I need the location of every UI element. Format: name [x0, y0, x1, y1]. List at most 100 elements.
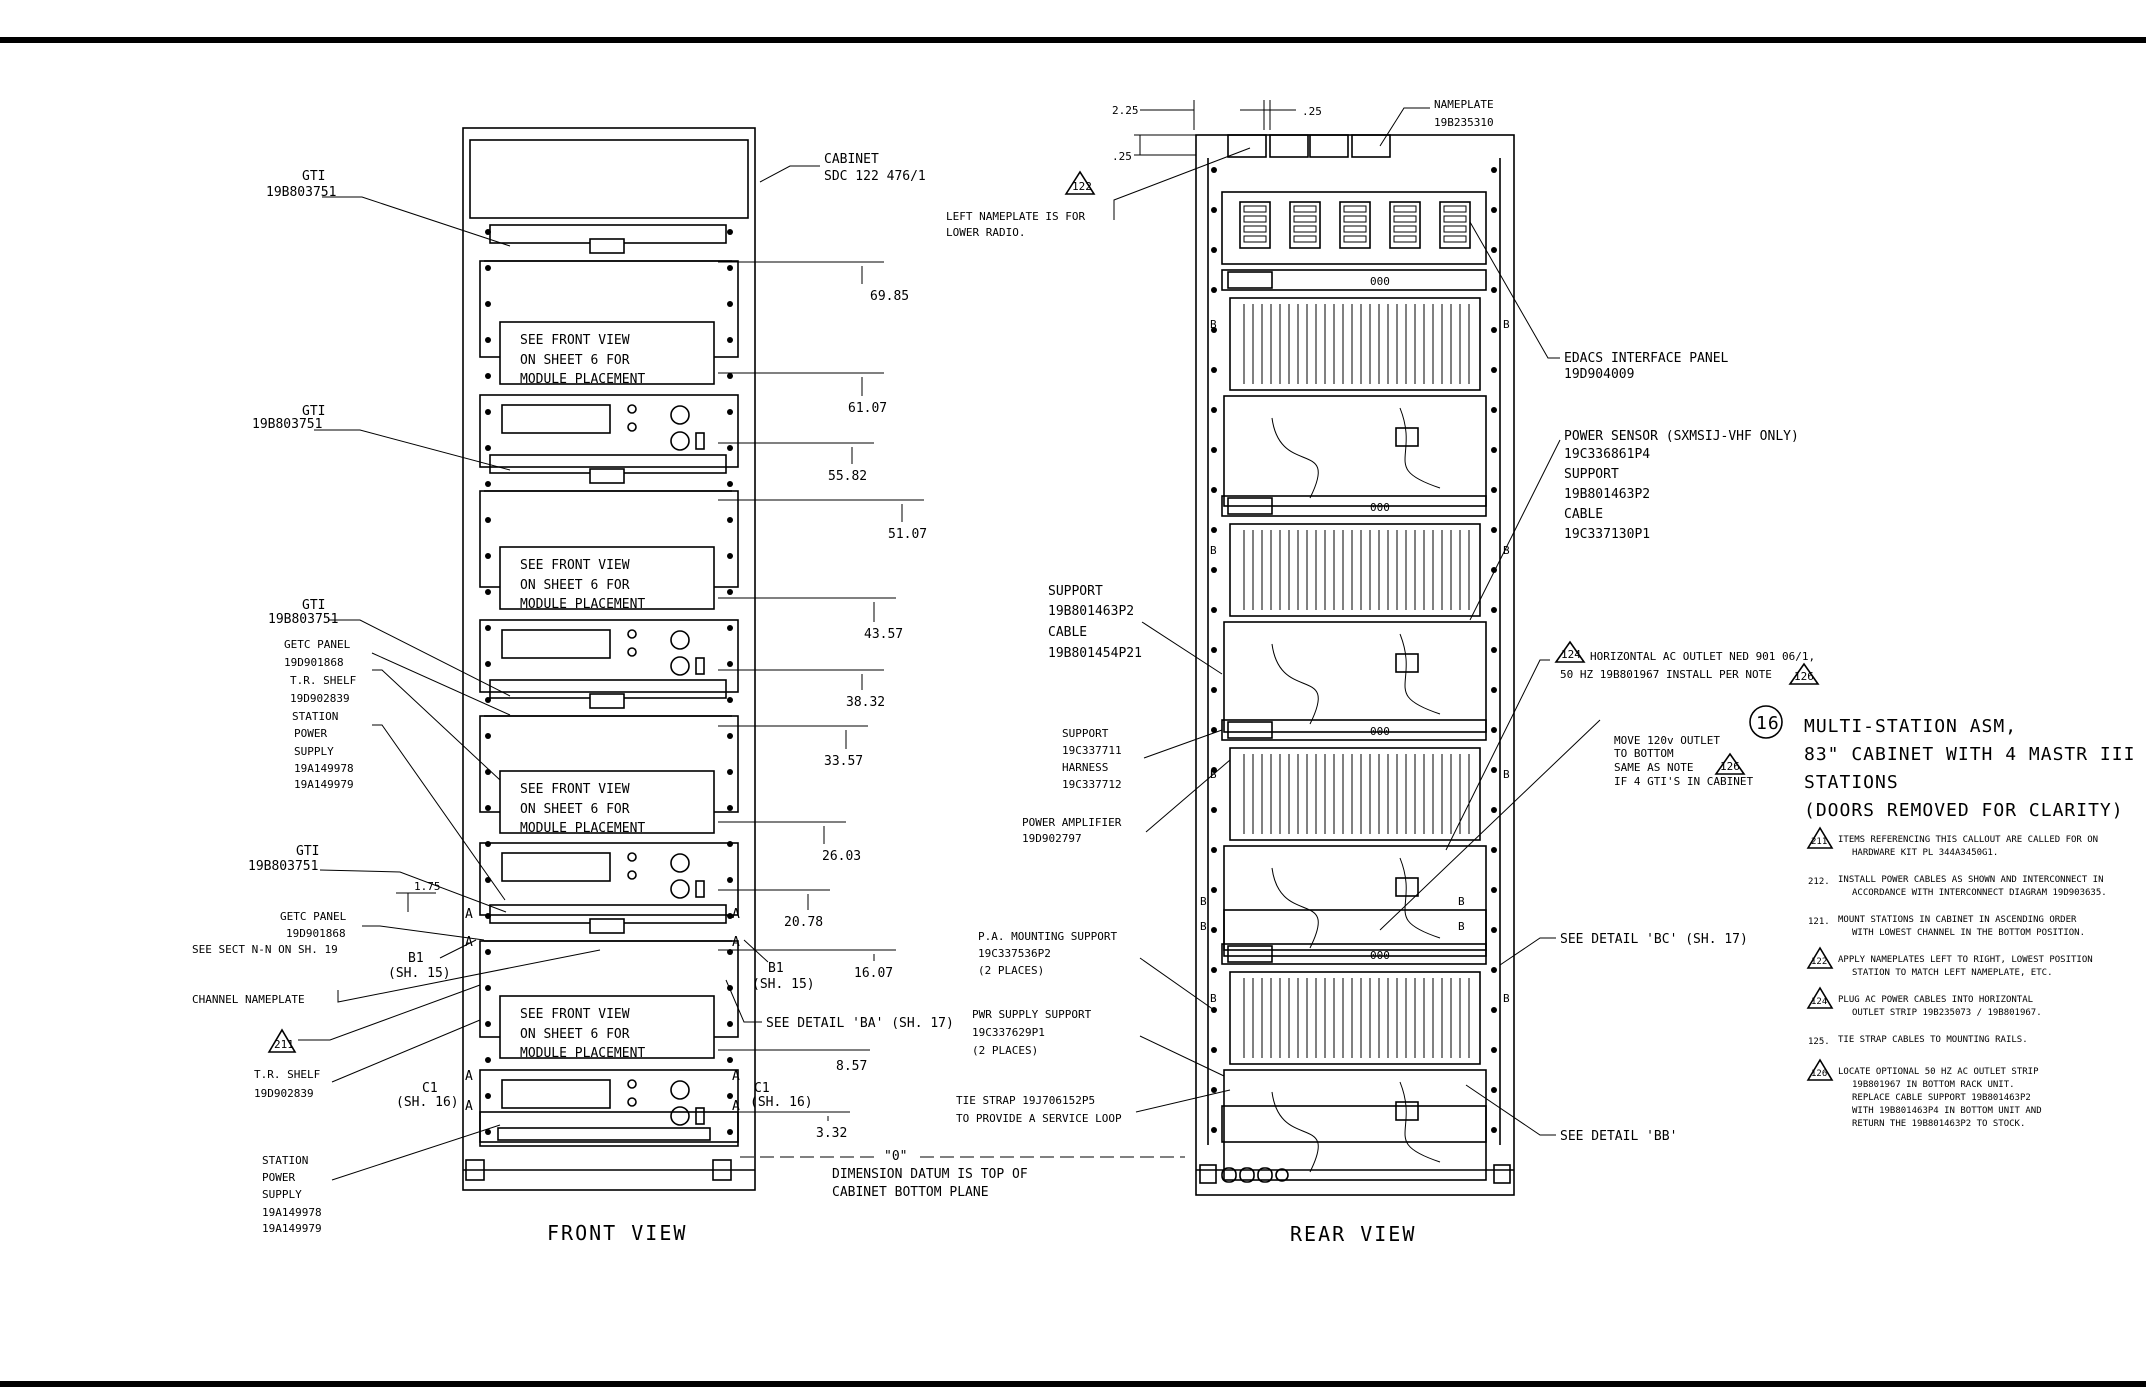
terminal-block — [1389, 201, 1421, 249]
svg-text:126: 126 — [1794, 670, 1814, 683]
svg-text:GTI: GTI — [302, 169, 325, 184]
title-block: 16 MULTI-STATION ASM, 83" CABINET WITH 4… — [1749, 705, 2135, 821]
switch — [695, 657, 705, 675]
rail-hole — [1211, 1127, 1217, 1133]
connector — [670, 853, 690, 873]
b1-right: B1 (SH. 15) A A — [732, 907, 815, 992]
svg-text:19D901868: 19D901868 — [284, 656, 344, 669]
rail-hole — [727, 517, 733, 523]
svg-text:19B801454P21: 19B801454P21 — [1048, 646, 1142, 661]
rail-hole — [485, 661, 491, 667]
support-cable-callout: SUPPORT 19B801463P2 CABLE 19B801454P21 — [1048, 584, 1223, 675]
rear-panel-connector — [1227, 721, 1273, 739]
svg-text:19C337711: 19C337711 — [1062, 744, 1122, 757]
terminal — [1443, 225, 1467, 233]
rail-hole — [1211, 247, 1217, 253]
rail-hole — [1211, 207, 1217, 213]
svg-text:19D902839: 19D902839 — [290, 692, 350, 705]
rail-hole — [485, 877, 491, 883]
knob — [627, 422, 637, 432]
svg-text:19A149978: 19A149978 — [262, 1206, 322, 1219]
svg-text:(SH. 15): (SH. 15) — [752, 977, 815, 992]
rail-hole — [727, 481, 733, 487]
rear-panel-connector — [1227, 945, 1273, 963]
rail-hole — [1491, 327, 1497, 333]
rail-hole — [1491, 527, 1497, 533]
c1-right: C1 (SH. 16) A A — [732, 1069, 813, 1114]
detail-ba-callout: SEE DETAIL 'BA' (SH. 17) — [725, 979, 954, 1031]
rail-hole — [1211, 367, 1217, 373]
rail-hole — [485, 697, 491, 703]
rail-hole — [1211, 767, 1217, 773]
svg-text:19D901868: 19D901868 — [286, 927, 346, 940]
terminal — [1343, 235, 1367, 243]
panel-digits: 000 — [1370, 949, 1390, 962]
module-note-line: SEE FRONT VIEW — [520, 1007, 630, 1022]
rail-hole — [727, 841, 733, 847]
dim-value: 3.32 — [816, 1126, 847, 1141]
svg-text:19C336861P4: 19C336861P4 — [1564, 447, 1650, 462]
knob — [627, 1079, 637, 1089]
terminal — [1343, 225, 1367, 233]
detail-bc-callout: SEE DETAIL 'BC' (SH. 17) — [1499, 932, 1748, 966]
knob — [627, 870, 637, 880]
rail-hole — [727, 229, 733, 235]
rail-hole — [727, 733, 733, 739]
terminal — [1243, 235, 1267, 243]
rail-hole — [1211, 327, 1217, 333]
dim-175: 1.75 — [396, 880, 441, 912]
cable — [1271, 867, 1319, 949]
rail-hole — [485, 769, 491, 775]
svg-text:POWER: POWER — [262, 1171, 295, 1184]
dim-value: 38.32 — [846, 695, 885, 710]
terminal-block — [1239, 201, 1271, 249]
bottom-slot — [497, 1127, 711, 1141]
svg-text:122: 122 — [1072, 180, 1092, 193]
svg-text:19C337536P2: 19C337536P2 — [978, 947, 1051, 960]
terminal — [1243, 215, 1267, 223]
rail-hole — [485, 1057, 491, 1063]
rail-hole — [727, 553, 733, 559]
svg-text:83" CABINET WITH 4 MASTR III: 83" CABINET WITH 4 MASTR III — [1804, 744, 2135, 765]
power-amplifier-callout: POWER AMPLIFIER 19D902797 — [1022, 759, 1231, 845]
rail-hole — [1491, 487, 1497, 493]
svg-text:STATION: STATION — [292, 710, 338, 723]
svg-text:SEE DETAIL 'BB': SEE DETAIL 'BB' — [1560, 1129, 1677, 1144]
note-line: REPLACE CABLE SUPPORT 19B801463P2 — [1852, 1093, 2031, 1103]
svg-text:"0": "0" — [884, 1149, 907, 1164]
tr-shelf-callout: T.R. SHELF 19D902839 — [254, 1019, 481, 1100]
module-note-line: ON SHEET 6 FOR — [520, 578, 630, 593]
svg-text:IF 4 GTI'S IN CABINET: IF 4 GTI'S IN CABINET — [1614, 775, 1753, 788]
rail-hole — [1211, 967, 1217, 973]
rail-hole — [727, 769, 733, 775]
switch — [695, 432, 705, 450]
note-line: APPLY NAMEPLATES LEFT TO RIGHT, LOWEST P… — [1838, 955, 2093, 965]
svg-text:19C337629P1: 19C337629P1 — [972, 1026, 1045, 1039]
dim-value: 43.57 — [864, 627, 903, 642]
dim-value: 26.03 — [822, 849, 861, 864]
rail-hole — [1491, 967, 1497, 973]
detail-letter: B — [1210, 992, 1217, 1005]
rail-hole — [1491, 807, 1497, 813]
svg-text:B1: B1 — [768, 961, 784, 976]
panel-digits: 000 — [1370, 725, 1390, 738]
svg-text:19D904009: 19D904009 — [1564, 367, 1634, 382]
top-border — [0, 37, 2146, 43]
rail-hole — [485, 553, 491, 559]
note-tag: 125. — [1808, 1037, 1830, 1047]
module-note-line: SEE FRONT VIEW — [520, 558, 630, 573]
front-view-title: FRONT VIEW — [547, 1221, 687, 1245]
pa-support-callout: P.A. MOUNTING SUPPORT 19C337536P2 (2 PLA… — [978, 930, 1215, 1011]
detail-letter: B — [1210, 318, 1217, 331]
power-amplifier — [1229, 747, 1481, 841]
svg-text:A: A — [465, 935, 473, 950]
rail-hole — [1211, 807, 1217, 813]
module-note-line: ON SHEET 6 FOR — [520, 1027, 630, 1042]
gti-callout-3: GTI 19B803751 — [268, 598, 511, 697]
svg-text:19A149979: 19A149979 — [294, 778, 354, 791]
note-line: HARDWARE KIT PL 344A3450G1. — [1852, 848, 1998, 858]
dim-value: 20.78 — [784, 915, 823, 930]
